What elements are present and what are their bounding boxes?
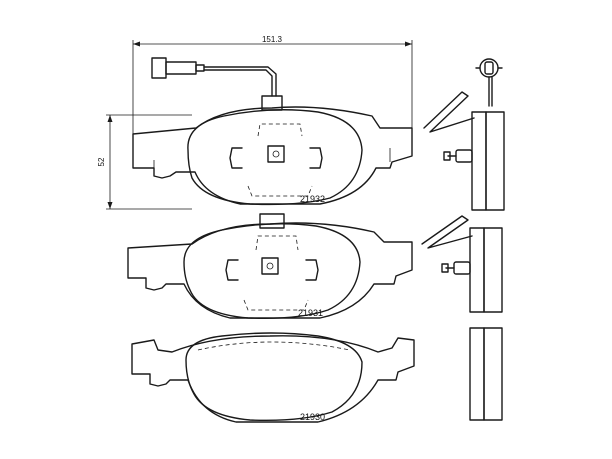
friction-material <box>187 109 363 206</box>
friction-material <box>183 223 361 320</box>
backing-plate <box>131 335 415 423</box>
brake-pad-21931: 21931 <box>127 213 413 320</box>
brake-pad-21930: 21930 <box>131 332 415 423</box>
width-dimension: 151.3 <box>132 35 413 134</box>
part-number-21930: 21930 <box>300 412 325 422</box>
height-dimension: 52 <box>97 114 192 210</box>
side-view-pad-21931 <box>421 215 503 313</box>
part-number-21931: 21931 <box>298 308 323 318</box>
width-dimension-label: 151.3 <box>262 35 283 44</box>
wear-tab <box>259 213 285 229</box>
side-view-pad-21930 <box>469 327 503 421</box>
side-view-pad-21932 <box>423 58 505 211</box>
height-dimension-label: 52 <box>97 157 106 166</box>
backing-plate <box>132 106 413 205</box>
part-number-21932: 21932 <box>300 194 325 204</box>
brake-pad-21932: 21932 <box>132 57 413 206</box>
backing-plate <box>127 222 413 319</box>
friction-material <box>185 332 363 422</box>
wear-sensor-connector <box>151 57 283 111</box>
